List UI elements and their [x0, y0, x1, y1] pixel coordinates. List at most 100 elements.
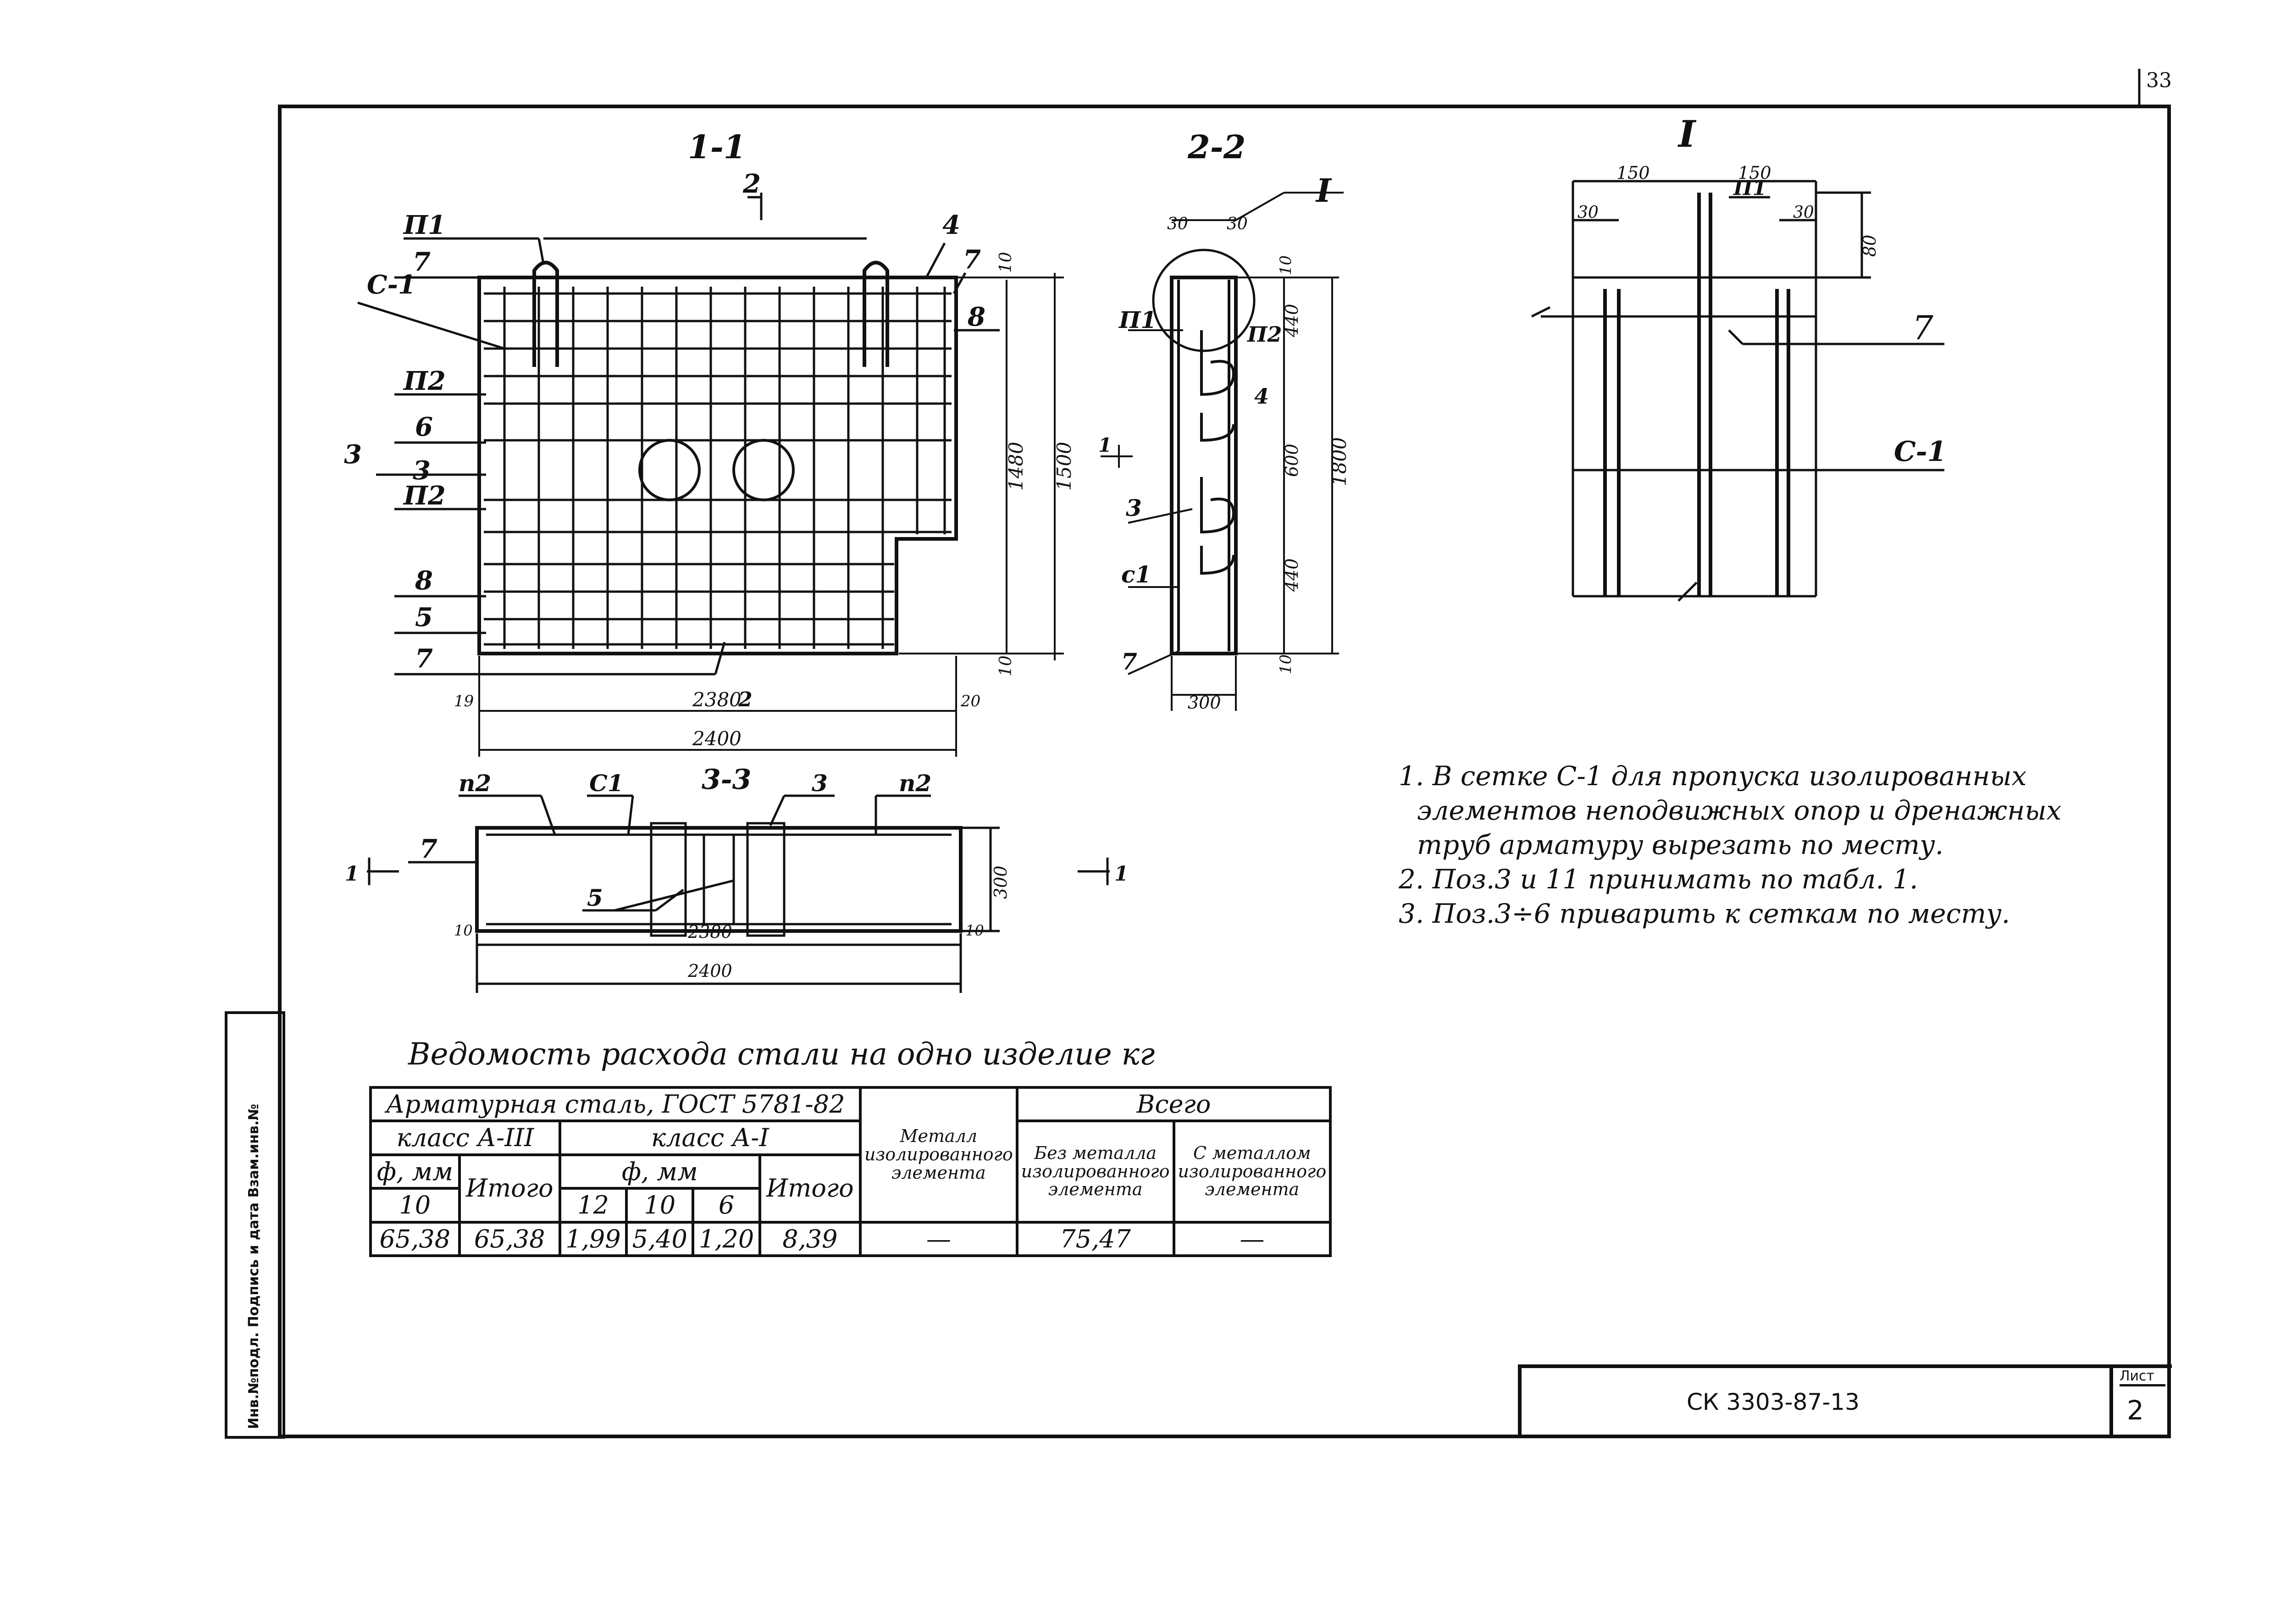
- section-3-3-outline: [475, 826, 963, 933]
- dim-1800: 1800: [1328, 437, 1351, 486]
- cell-total-without: 75,47: [1015, 1220, 1175, 1257]
- label-3-cut: 3: [344, 439, 362, 470]
- label-p1-detail: П1: [1732, 177, 1766, 200]
- dim-30-left: 30: [1167, 215, 1188, 233]
- th-itogo-a3: Итого: [458, 1153, 561, 1224]
- label-c1-3-3: С1: [589, 770, 624, 797]
- sheet-number: 2: [2127, 1395, 2144, 1426]
- sheet-frame: [278, 105, 2171, 1438]
- note-line-1: 1. В сетке С-1 для пропуска изолированны…: [1399, 760, 2027, 792]
- label-7-top: 7: [413, 247, 431, 277]
- note-line-4: 2. Поз.3 и 11 принимать по табл. 1.: [1399, 864, 1918, 895]
- th-steel: Арматурная сталь, ГОСТ 5781-82: [369, 1086, 862, 1123]
- label-p2-mid: П2: [403, 481, 446, 511]
- dim-10-3-3-left: 10: [454, 922, 473, 939]
- label-3-3-3: 3: [812, 770, 828, 797]
- label-cut-1-left: 1: [345, 862, 359, 886]
- document-code: СК 3303-87-13: [1687, 1389, 1860, 1415]
- label-5: 5: [415, 602, 433, 632]
- cell-total-with: —: [1172, 1220, 1332, 1257]
- section-1-1: 1-1: [344, 128, 1075, 757]
- label-cut-2-top: 2: [742, 169, 761, 199]
- dim-10-bottom: 10: [996, 655, 1015, 676]
- section-1-1-outline: [477, 276, 958, 655]
- sheet-label: Лист: [2120, 1368, 2165, 1386]
- label-8-left: 8: [415, 565, 433, 596]
- dim-600: 600: [1282, 443, 1302, 477]
- dim-2380-3-3: 2380: [687, 922, 732, 942]
- label-4-2-2: 4: [1254, 384, 1269, 409]
- dims-2-2: [1101, 192, 1344, 711]
- th-itogo-a1: Итого: [758, 1153, 862, 1224]
- section-2-2-hooks: [1177, 280, 1235, 651]
- loop-p1-right: [863, 261, 889, 367]
- dim-30-detail-left: 30: [1578, 203, 1599, 222]
- th-d6: 6: [692, 1187, 761, 1224]
- dim-2400: 2400: [692, 727, 742, 750]
- dim-1500: 1500: [1053, 442, 1075, 491]
- dim-10-top: 10: [996, 252, 1015, 273]
- dim-10-2-2-top: 10: [1277, 255, 1295, 275]
- dim-150-left: 150: [1616, 163, 1650, 183]
- mesh-verticals: [503, 287, 946, 649]
- detail-I-bars: [1603, 193, 1790, 596]
- th-d10-a3: 10: [369, 1187, 461, 1224]
- label-p1: П1: [403, 210, 446, 240]
- th-metal: Металл изолированного элемента: [859, 1086, 1018, 1224]
- section-2-2: 2-2 I 30 30 П1: [1098, 128, 1351, 713]
- label-c1: С-1: [367, 270, 416, 300]
- cell-a1-total: 8,39: [758, 1220, 862, 1257]
- dim-80: 80: [1860, 235, 1880, 257]
- dim-30-right: 30: [1227, 215, 1248, 233]
- label-cut-1-right: 1: [1114, 862, 1129, 886]
- dim-300-3-3: 300: [991, 865, 1011, 899]
- dim-10-3-3-right: 10: [965, 922, 984, 939]
- opening-left: [638, 439, 701, 501]
- dim-20: 20: [960, 692, 980, 710]
- cell-a1-6: 1,20: [692, 1220, 761, 1257]
- label-7-detail: 7: [1912, 309, 1933, 347]
- cell-metal: —: [859, 1220, 1018, 1257]
- table-caption: Ведомость расхода стали на одно изделие …: [408, 1036, 1155, 1072]
- label-cut-2-bottom: 2: [738, 688, 753, 711]
- label-6: 6: [415, 412, 433, 442]
- cell-a3-total: 65,38: [458, 1220, 561, 1257]
- th-total-with: С металлом изолированного элемента: [1172, 1120, 1332, 1224]
- detail-I-marker: [1152, 249, 1256, 352]
- dim-1480: 1480: [1005, 442, 1027, 491]
- th-total: Всего: [1015, 1086, 1332, 1123]
- dim-2400-3-3: 2400: [687, 961, 732, 981]
- cell-a1-12: 1,99: [558, 1220, 628, 1257]
- side-strip: Инв.№подл. Подпись и дата Взам.инв.№: [225, 1011, 285, 1439]
- side-strip-text: Инв.№подл. Подпись и дата Взам.инв.№: [246, 1103, 262, 1429]
- th-d10-a1: 10: [625, 1187, 695, 1224]
- th-class-a3: класс А-III: [369, 1120, 561, 1156]
- sheet-number-box: Лист 2: [2109, 1364, 2172, 1437]
- leaders-1-1: [357, 193, 1000, 676]
- label-3: 3: [413, 455, 431, 486]
- note-line-2: элементов неподвижных опор и дренажных: [1417, 795, 2062, 826]
- label-5-3-3: 5: [587, 884, 603, 911]
- label-7-bottom: 7: [415, 643, 433, 674]
- label-7-2-2: 7: [1121, 648, 1137, 675]
- label-p2-right-3-3: п2: [899, 770, 931, 797]
- loop-p1-left: [532, 261, 559, 367]
- page-number: 33: [2146, 69, 2172, 92]
- label-cut-1-2-2: 1: [1098, 434, 1112, 456]
- label-p2-left-3-3: п2: [459, 770, 491, 797]
- th-phi-a3: ф, мм: [369, 1153, 461, 1190]
- cell-a1-10: 5,40: [625, 1220, 695, 1257]
- label-p1-2-2: П1: [1118, 306, 1157, 333]
- section-1-1-title: 1-1: [688, 128, 746, 166]
- label-7-right: 7: [963, 244, 981, 275]
- dim-440-top: 440: [1282, 304, 1302, 338]
- dims-1-1: [478, 273, 1064, 757]
- note-line-5: 3. Поз.3÷6 приварить к сеткам по месту.: [1399, 898, 2010, 929]
- label-p2-top: П2: [403, 366, 446, 396]
- opening-right: [732, 439, 795, 501]
- th-d12: 12: [558, 1187, 628, 1224]
- dim-10-2-2-bottom: 10: [1277, 654, 1295, 674]
- th-total-without: Без металла изолированного элемента: [1015, 1120, 1175, 1224]
- dim-300-2-2: 300: [1188, 693, 1221, 713]
